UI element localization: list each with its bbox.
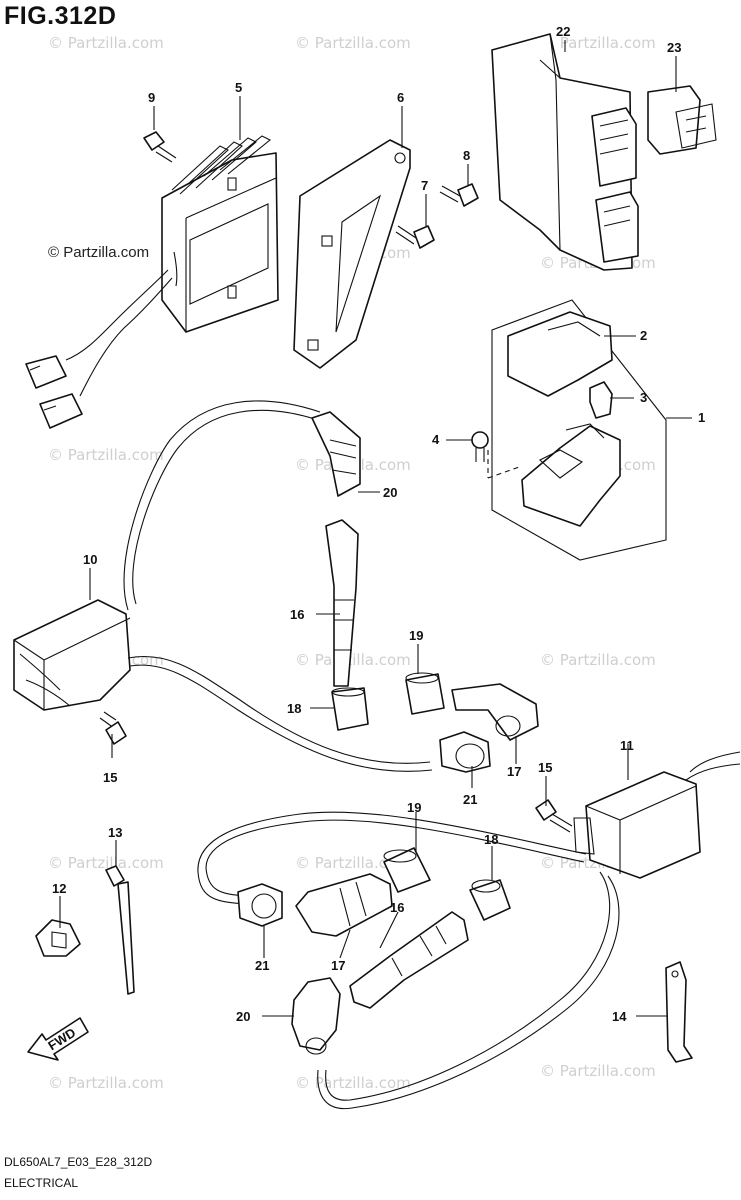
- callout-13: 13: [108, 825, 122, 840]
- watermark: © Partzilla.com: [48, 854, 164, 872]
- bolt-7: [395, 225, 435, 249]
- watermark: © Partzilla.com: [48, 446, 164, 464]
- boot-18-upper: [331, 687, 369, 731]
- callout-17-lower: 17: [331, 958, 345, 973]
- callout-22: 22: [556, 24, 570, 39]
- callout-16-lower: 16: [390, 900, 404, 915]
- clamp-12: [35, 919, 81, 957]
- callout-20-upper: 20: [383, 485, 397, 500]
- high-tension-cord-lower: [197, 811, 620, 1110]
- callout-19-upper: 19: [409, 628, 423, 643]
- callout-18-lower: 18: [484, 832, 498, 847]
- grommet-19-lower: [383, 847, 431, 893]
- watermark: © Partzilla.com: [48, 1074, 164, 1092]
- grommet-19-upper: [405, 672, 445, 715]
- bolt-9: [143, 131, 177, 163]
- plug-cap-16-lower: [349, 911, 469, 1009]
- callout-15-right: 15: [538, 760, 552, 775]
- cable-tie-13: [105, 865, 135, 995]
- callout-labels: 9 5 6 8 7 22 23 2 3 1 4 20 10 16 19 18 1…: [52, 24, 705, 1024]
- bolt-15-left: [105, 721, 127, 745]
- callout-4: 4: [432, 432, 440, 447]
- diagram-code: DL650AL7_E03_E28_312D: [4, 1155, 153, 1169]
- ecm-22: [491, 33, 639, 271]
- callout-7: 7: [421, 178, 428, 193]
- callout-15-left: 15: [103, 770, 117, 785]
- callout-17-upper: 17: [507, 764, 521, 779]
- callout-6: 6: [397, 90, 404, 105]
- callout-16-upper: 16: [290, 607, 304, 622]
- cap-20-lower: [291, 977, 341, 1055]
- leader-lines: [59, 40, 692, 1017]
- callout-20-lower: 20: [236, 1009, 250, 1024]
- high-tension-cord-upper: [123, 400, 361, 611]
- bolt-15-right: [535, 799, 573, 833]
- watermark: © Partzilla.com: [540, 34, 656, 52]
- connector-23: [647, 85, 717, 155]
- partzilla-watermark-label: © Partzilla.com: [48, 244, 150, 261]
- callout-8: 8: [463, 148, 470, 163]
- callout-1: 1: [698, 410, 705, 425]
- callout-21-upper: 21: [463, 792, 477, 807]
- callout-23: 23: [667, 40, 681, 55]
- callout-2: 2: [640, 328, 647, 343]
- strap-14: [665, 961, 693, 1063]
- section-title: ELECTRICAL: [4, 1176, 79, 1190]
- ignition-coil-10: [13, 599, 131, 729]
- relay-assembly-1: [487, 299, 667, 561]
- boot-17-upper: [451, 683, 539, 741]
- callout-11: 11: [620, 738, 634, 753]
- regulator-rectifier: [25, 135, 279, 429]
- callout-3: 3: [640, 390, 647, 405]
- cap-21-upper: [439, 731, 491, 773]
- screw-4: [471, 431, 489, 462]
- watermark: © Partzilla.com: [295, 1074, 411, 1092]
- callout-9: 9: [148, 90, 155, 105]
- watermark: © Partzilla.com: [295, 854, 411, 872]
- callout-10: 10: [83, 552, 97, 567]
- high-tension-cord-middle: [127, 655, 433, 772]
- boot-17-lower: [295, 873, 393, 937]
- callout-19-lower: 19: [407, 800, 421, 815]
- boot-18-lower: [469, 879, 511, 921]
- callout-12: 12: [52, 881, 66, 896]
- plug-cap-16-upper: [325, 519, 359, 687]
- watermark: © Partzilla.com: [540, 651, 656, 669]
- callout-5: 5: [235, 80, 242, 95]
- watermark: © Partzilla.com: [295, 651, 411, 669]
- callout-18-upper: 18: [287, 701, 301, 716]
- ignition-coil-11: [573, 751, 741, 879]
- bolt-8: [439, 183, 479, 207]
- bracket-6: [293, 139, 411, 369]
- watermark: © Partzilla.com: [48, 34, 164, 52]
- fwd-arrow-icon: FWD: [27, 1017, 89, 1061]
- callout-21-lower: 21: [255, 958, 269, 973]
- figure-title: FIG.312D: [4, 2, 117, 30]
- watermark: © Partzilla.com: [540, 1062, 656, 1080]
- cap-21-lower: [237, 883, 283, 927]
- watermark: © Partzilla.com: [295, 34, 411, 52]
- callout-14: 14: [612, 1009, 627, 1024]
